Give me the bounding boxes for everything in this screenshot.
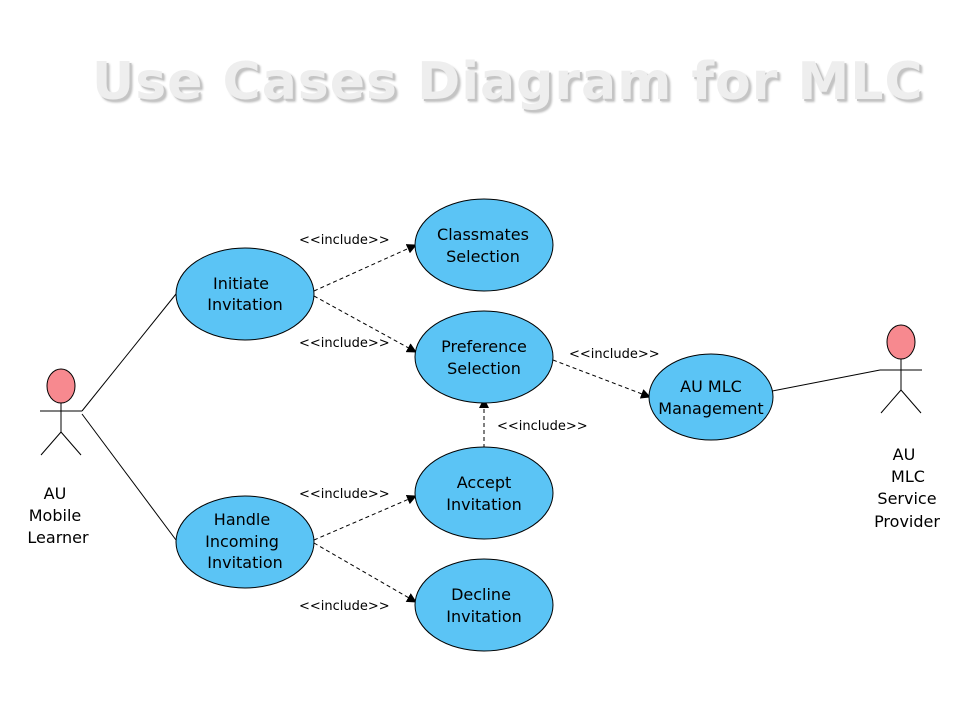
include-handle-accept xyxy=(313,494,417,541)
actor-label: AU xyxy=(893,445,916,464)
actor-head xyxy=(886,324,916,360)
use-case-label: Selection xyxy=(446,247,520,266)
use-case-label: Management xyxy=(658,399,763,418)
use-case-label: Decline xyxy=(451,585,511,604)
actor-label: Learner xyxy=(27,528,89,547)
include-preference-management xyxy=(552,359,651,399)
page-title: Use Cases Diagram for MLC xyxy=(92,52,924,112)
actor-left-leg xyxy=(880,389,902,414)
use-case-label: Invitation xyxy=(207,553,283,572)
use-case-label: Preference xyxy=(441,337,527,356)
actor-head xyxy=(46,368,76,404)
use-case-classmates-selection: Classmates Selection xyxy=(414,198,554,292)
include-label-decline: <<include>> xyxy=(299,599,390,614)
actor-mobile-learner: AU Mobile Learner xyxy=(27,368,89,547)
use-case-label: Handle xyxy=(214,510,270,529)
use-case-label: Invitation xyxy=(446,607,522,626)
include-label-management: <<include>> xyxy=(569,347,660,362)
use-case-label: Invitation xyxy=(207,295,283,314)
use-case-label: Initiate xyxy=(213,274,269,293)
actor-label: AU xyxy=(44,484,67,503)
actor-right-leg xyxy=(60,431,82,456)
actor-label: Provider xyxy=(874,512,940,531)
use-case-label: Incoming xyxy=(205,532,279,551)
actor-service-provider: AU MLC Service Provider xyxy=(874,324,940,531)
include-labels: <<include>> <<include>> <<include>> <<in… xyxy=(299,233,660,614)
actor-label: Mobile xyxy=(29,506,81,525)
use-case-label: Accept xyxy=(457,473,512,492)
use-case-handle-incoming-invitation: Handle Incoming Invitation xyxy=(175,495,315,589)
association-learner-initiate xyxy=(81,293,177,412)
association-management-provider xyxy=(761,369,881,394)
include-label-preference: <<include>> xyxy=(299,336,390,351)
actor-label: Service xyxy=(877,489,936,508)
use-case-label: AU MLC xyxy=(680,377,742,396)
use-case-preference-selection: Preference Selection xyxy=(414,310,554,404)
include-label-accept: <<include>> xyxy=(299,487,390,502)
include-initiate-classmates xyxy=(313,244,417,292)
actor-left-leg xyxy=(40,431,62,456)
actor-label: MLC xyxy=(891,467,925,486)
use-case-accept-invitation: Accept Invitation xyxy=(414,446,554,540)
associations xyxy=(81,293,881,541)
use-case-label: Selection xyxy=(447,359,521,378)
use-case-decline-invitation: Decline Invitation xyxy=(414,558,554,652)
use-case-initiate-invitation: Initiate Invitation xyxy=(175,247,315,341)
association-learner-handle xyxy=(81,413,177,541)
use-case-label: Classmates xyxy=(437,225,529,244)
include-label-classmates: <<include>> xyxy=(299,233,390,248)
include-initiate-preference xyxy=(313,295,417,353)
use-case-label: Invitation xyxy=(446,495,522,514)
include-relations xyxy=(313,244,651,603)
include-label-accept-preference: <<include>> xyxy=(497,419,588,434)
include-handle-decline xyxy=(313,542,417,603)
actor-right-leg xyxy=(900,389,922,414)
use-case-au-mlc-management: AU MLC Management xyxy=(648,353,774,441)
